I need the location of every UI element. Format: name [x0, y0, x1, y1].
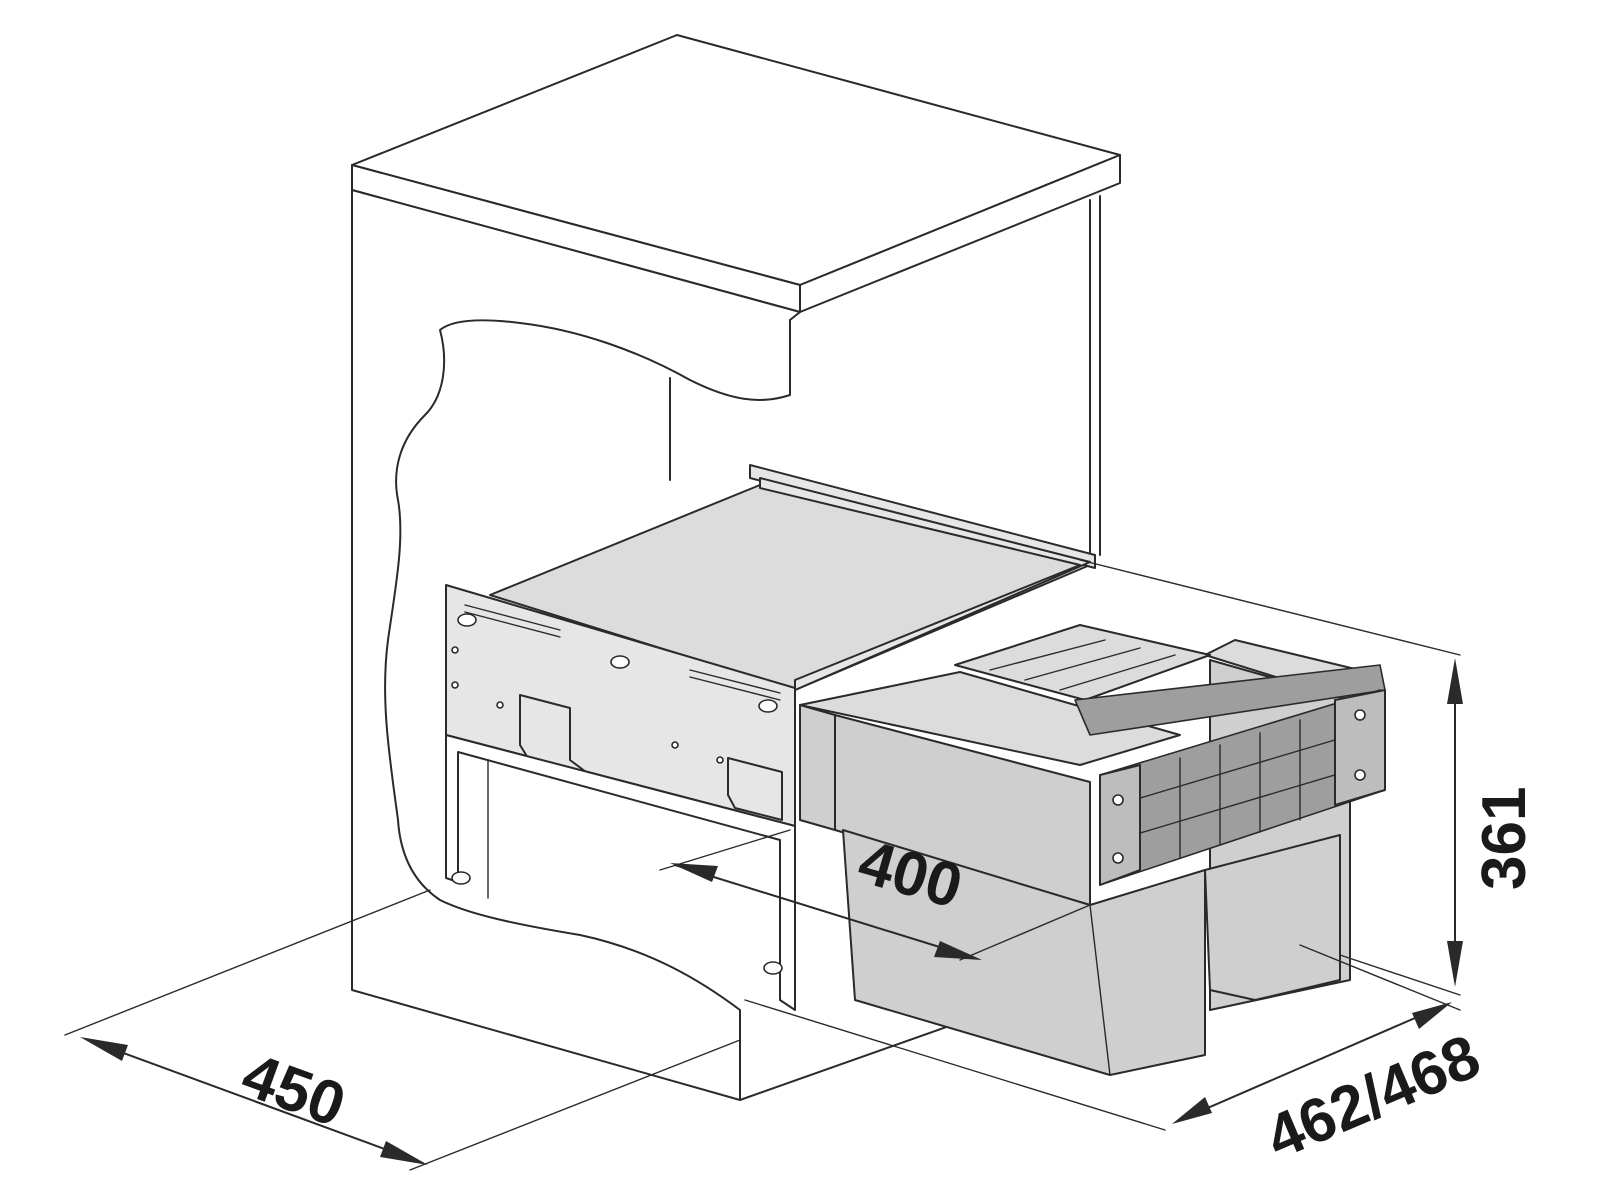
plate-screw: [671, 741, 679, 749]
frame-end-bracket-left: [1099, 764, 1141, 886]
plate-hole: [758, 699, 778, 713]
dim-361-label: 361: [1470, 787, 1539, 890]
plate-screw: [496, 701, 504, 709]
frame-bolt: [1112, 794, 1124, 806]
dim-400-ext-left: [659, 829, 791, 871]
dim-450-ext-left: [64, 889, 431, 1036]
countertop-side-edge: [799, 154, 1121, 313]
plate-screw: [451, 646, 459, 654]
plate-screw: [451, 681, 459, 689]
drawer-frame: [445, 464, 1096, 1011]
frame-end-bracket-right: [1334, 689, 1386, 806]
plate-slot-line-4: [689, 676, 781, 701]
dim-450-line: [87, 1039, 421, 1163]
dim-450-arrow-left: [80, 1037, 128, 1061]
dim-width-ext-left: [744, 999, 1166, 1131]
dim-361-ext-top: [1079, 559, 1461, 656]
dim-361-arrow-top: [1447, 658, 1463, 704]
dim-width-ext-right: [1299, 944, 1461, 1011]
plate-slot-line-1: [464, 604, 561, 631]
bin-left-lower-edge: [1089, 904, 1111, 1076]
plate-slot-line-2: [464, 611, 561, 638]
dim-400-ext-right: [959, 904, 1091, 961]
cabinet-left-side: [351, 189, 801, 1101]
frame-bolt: [1354, 709, 1366, 721]
plate-hole: [610, 655, 630, 669]
dim-400-line: [674, 864, 976, 959]
insert-divider: [989, 639, 1106, 671]
dim-400-arrow-right: [934, 941, 982, 960]
dim-361-arrow-bottom: [1447, 941, 1463, 987]
lower-frame: [445, 734, 796, 1011]
dim-450-ext-right: [409, 1039, 741, 1171]
bin-right-lower-body: [1204, 834, 1341, 1001]
bin-insert-lid: [954, 624, 1211, 701]
dim-450-label: 450: [233, 1040, 354, 1140]
plate-hole: [457, 613, 477, 627]
frame-foot-hole: [451, 871, 471, 885]
frame-bolt: [1354, 769, 1366, 781]
dim-width-line: [1179, 1004, 1446, 1121]
dim-400-arrow-left: [670, 863, 718, 882]
bin-left-top-face: [799, 671, 1181, 766]
dim-width-label: 462/468: [1257, 1022, 1490, 1173]
insert-divider: [1059, 654, 1176, 691]
cabinet: [351, 34, 1151, 1101]
dim-width-arrow-right: [1412, 1002, 1452, 1029]
dim-361-ext-bottom: [1339, 954, 1461, 996]
dimension-361: 361: [1079, 559, 1539, 996]
hinge-bracket-right: [727, 757, 783, 821]
frame-foot-hole: [763, 961, 783, 975]
dim-450-arrow-right: [380, 1141, 428, 1165]
bin-frame-structure: [1074, 664, 1386, 886]
dim-width-arrow-left: [1172, 1097, 1212, 1124]
frame-bolt: [1112, 852, 1124, 864]
insert-divider: [1024, 647, 1141, 681]
dimension-400: 400: [659, 827, 1091, 961]
plate-slot-line-3: [689, 669, 781, 694]
plate-screw: [716, 756, 724, 764]
bin-left-upper-side: [799, 704, 836, 831]
waste-bins: [799, 624, 1381, 1076]
